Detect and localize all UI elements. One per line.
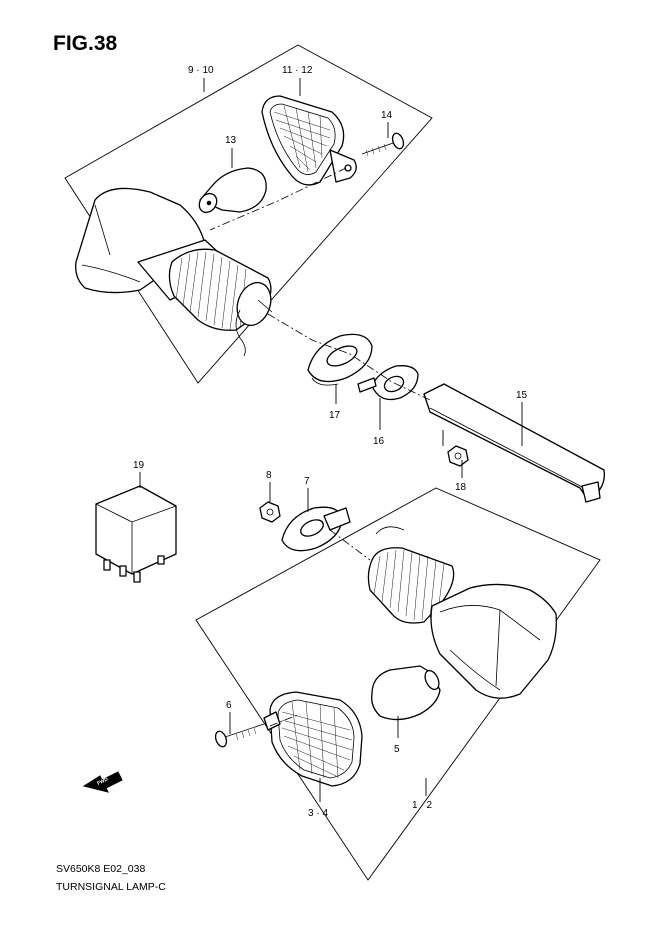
bulb-5[interactable] (371, 665, 442, 721)
grommet-7[interactable] (281, 506, 351, 552)
callout-18: 18 (455, 482, 467, 493)
figure-code: SV650K8 E02_038 (56, 863, 145, 875)
lower-assembly-frame (195, 487, 601, 881)
callout-1-2: 1 · 2 (412, 800, 432, 811)
callout-9-10: 9 · 10 (188, 65, 214, 76)
lower-lamp-socket[interactable] (367, 526, 455, 624)
callout-13: 13 (225, 135, 237, 146)
figure-title: FIG.38 (53, 32, 118, 55)
callout-3-4: 3 · 4 (308, 808, 328, 819)
bracket-15[interactable] (423, 383, 605, 503)
relay-19[interactable] (95, 485, 177, 583)
upper-assembly-frame (64, 44, 433, 384)
callout-16: 16 (373, 436, 385, 447)
callout-14: 14 (381, 110, 393, 121)
lens-3-4[interactable] (263, 691, 363, 787)
figure-name: TURNSIGNAL LAMP-C (56, 881, 166, 893)
seal-16[interactable] (357, 365, 419, 401)
callout-5: 5 (394, 744, 400, 755)
callout-labels: 9 · 10 11 · 12 13 14 15 16 17 18 19 8 7 … (133, 65, 528, 819)
screw-14[interactable] (361, 132, 405, 157)
fwd-arrow-icon: FWD (82, 771, 123, 793)
lens-11-12[interactable] (261, 95, 357, 186)
fwd-text: FWD (96, 776, 109, 786)
callout-6: 6 (226, 700, 232, 711)
nut-18[interactable] (447, 445, 469, 467)
callout-17: 17 (329, 410, 341, 421)
callout-7: 7 (304, 476, 310, 487)
nut-8[interactable] (259, 501, 281, 523)
callout-leaders (139, 78, 523, 802)
callout-11-12: 11 · 12 (282, 65, 313, 76)
screw-6[interactable] (214, 723, 265, 748)
upper-lamp-socket[interactable] (168, 248, 276, 357)
lower-lamp-housing[interactable] (430, 583, 557, 699)
callout-15: 15 (516, 390, 528, 401)
bulb-13[interactable] (196, 167, 267, 216)
callout-19: 19 (133, 460, 145, 471)
callout-8: 8 (266, 470, 272, 481)
grommet-17[interactable] (307, 333, 373, 386)
